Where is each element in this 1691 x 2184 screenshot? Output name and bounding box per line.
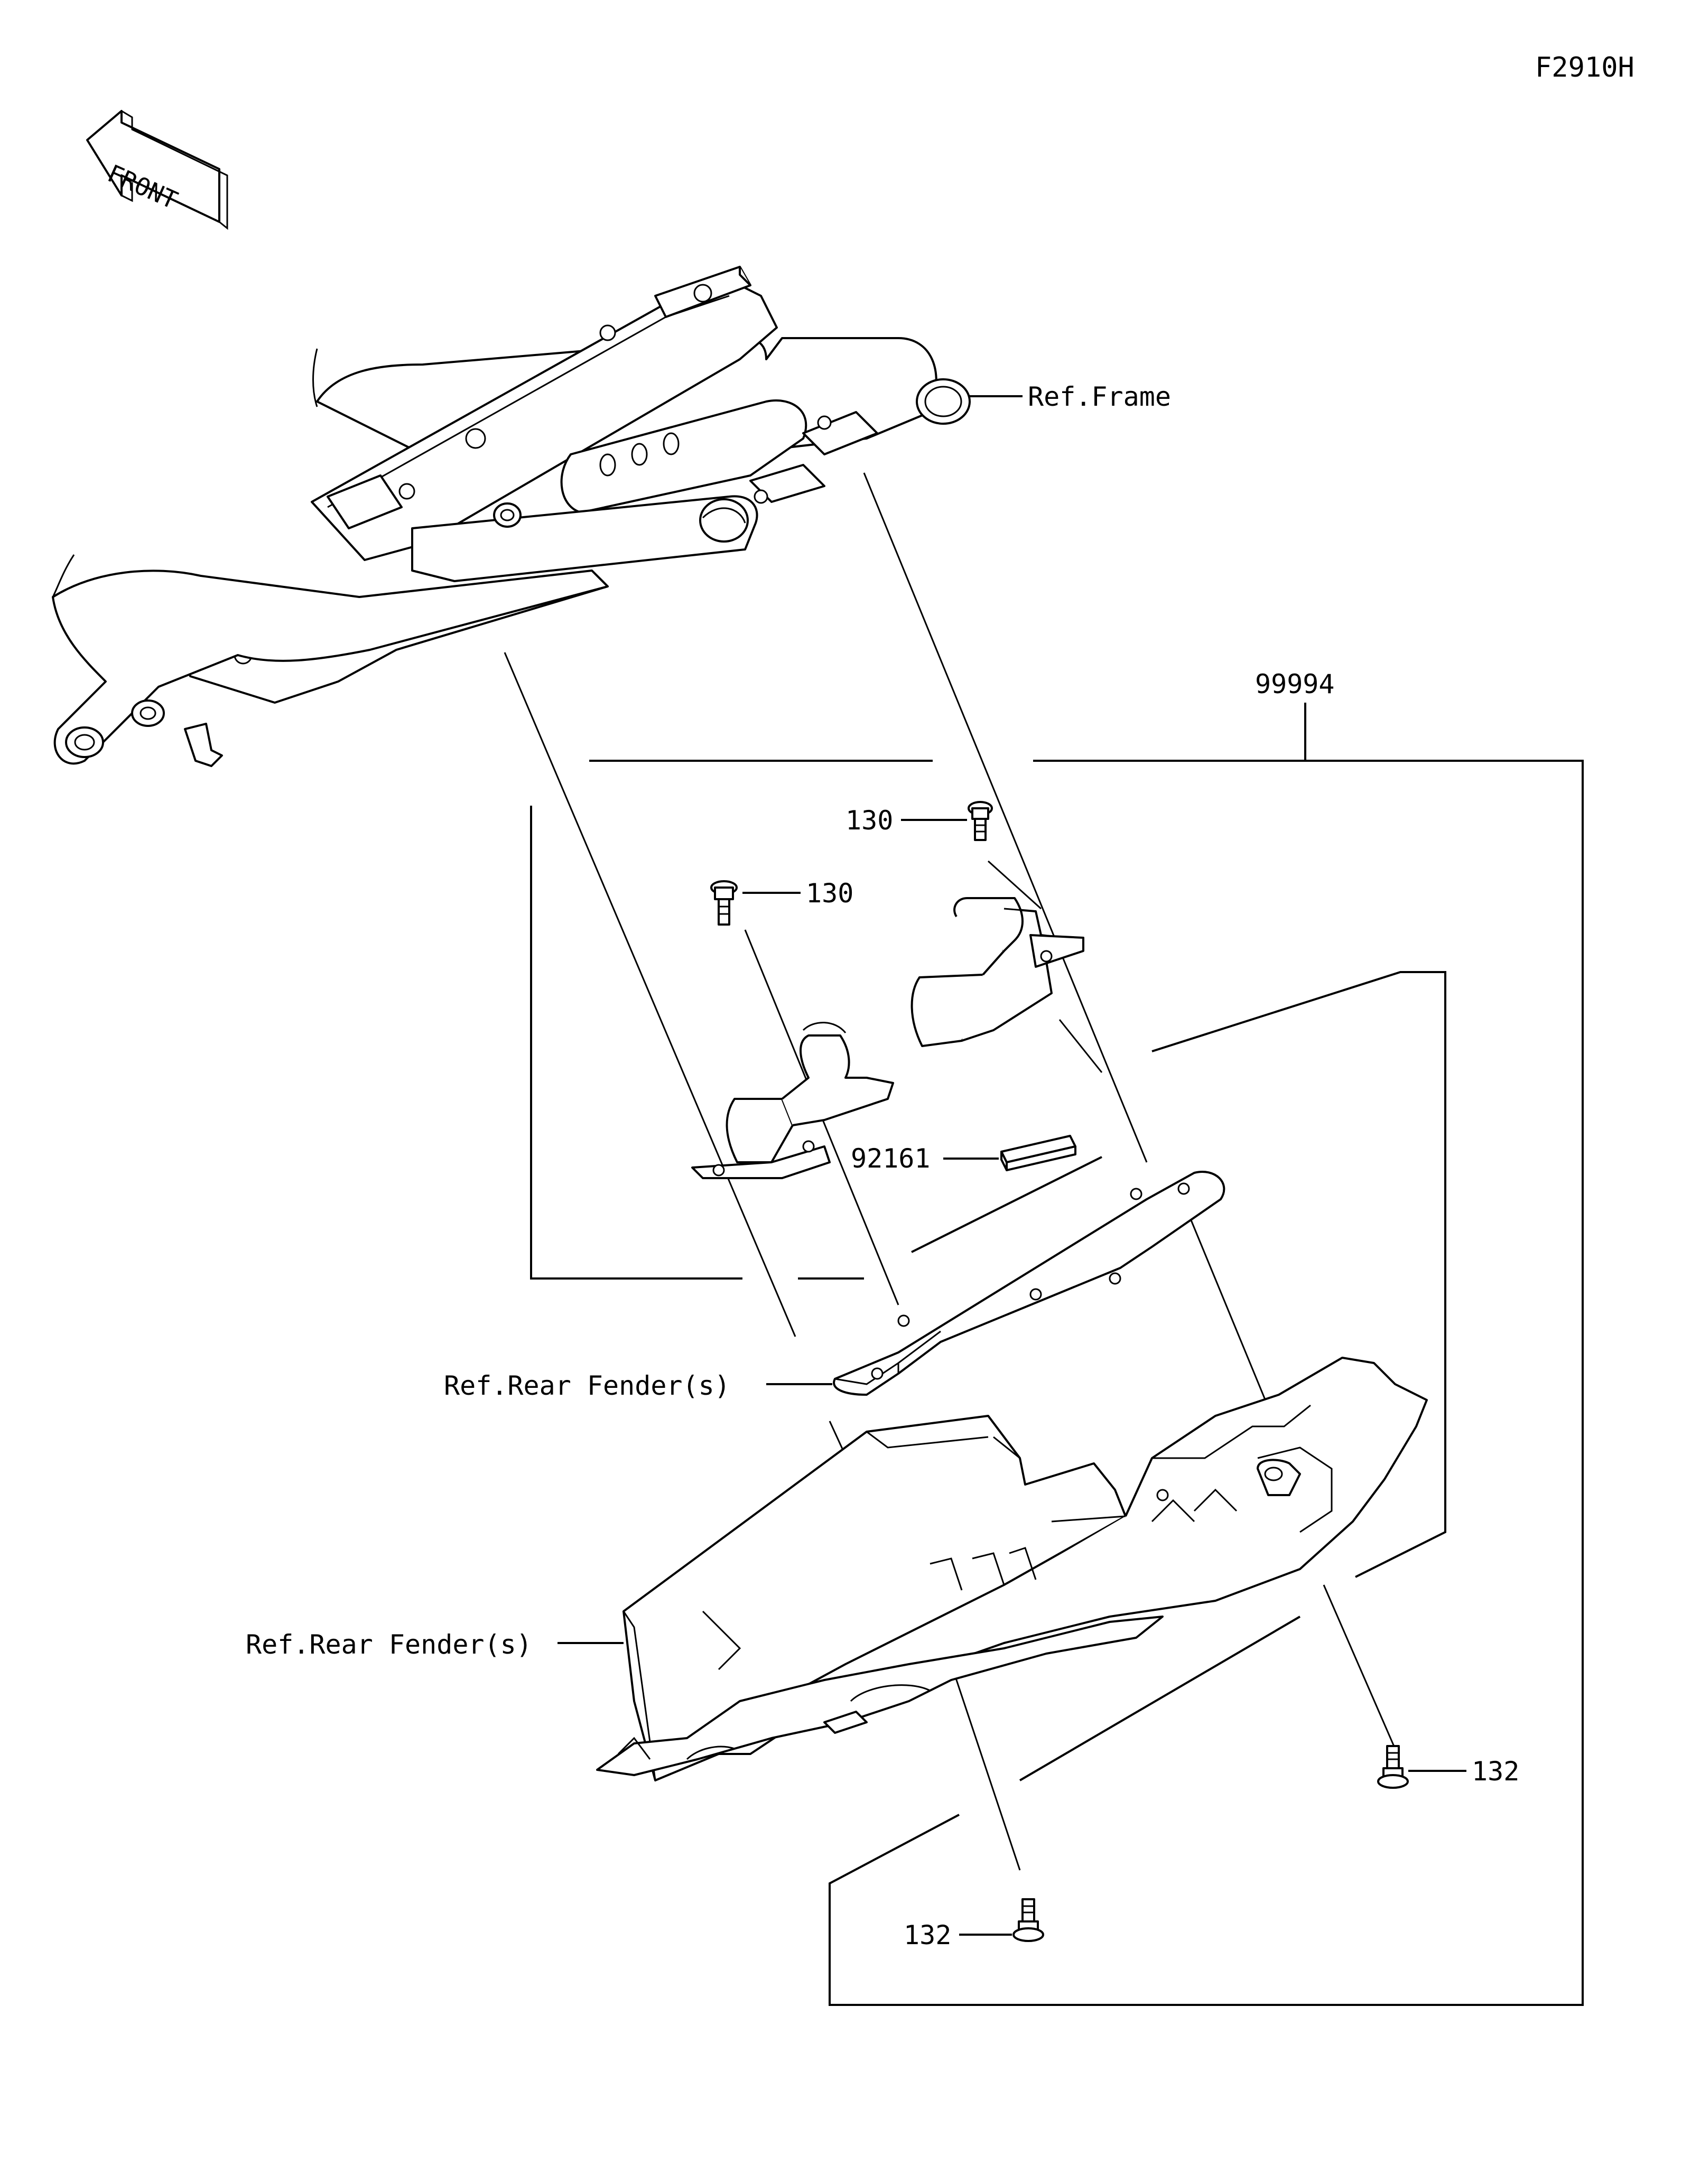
bracket-right — [910, 897, 1084, 1047]
rear-frame — [52, 266, 971, 767]
rear-fender-plate — [833, 1171, 1225, 1396]
callout-130-upper: 130 — [846, 805, 893, 836]
callout-ref-rear-fender-lower: Ref.Rear Fender(s) — [246, 1629, 532, 1660]
callout-132-bottom: 132 — [904, 1920, 951, 1950]
bolt-132-bottom — [1012, 1898, 1044, 1942]
assembly-outline: 99994 — [530, 669, 1584, 2006]
spacer-92161 — [1000, 1135, 1076, 1171]
bolt-132-right — [1377, 1745, 1409, 1789]
callout-92161: 92161 — [851, 1143, 931, 1174]
callout-ref-rear-fender-upper: Ref.Rear Fender(s) — [444, 1370, 730, 1401]
bracket-left — [691, 1022, 894, 1179]
callout-99994: 99994 — [1255, 669, 1335, 699]
front-direction-arrow-icon: FRONT — [86, 110, 228, 230]
rear-fender-body — [596, 1357, 1428, 1781]
callout-132-right: 132 — [1472, 1756, 1519, 1787]
diagram-code: F2910H — [1535, 52, 1634, 83]
callout-130-left: 130 — [806, 878, 853, 909]
bolt-130-left — [710, 880, 738, 926]
callout-ref-frame: Ref.Frame — [1028, 381, 1171, 412]
bolt-130-upper — [968, 801, 993, 841]
